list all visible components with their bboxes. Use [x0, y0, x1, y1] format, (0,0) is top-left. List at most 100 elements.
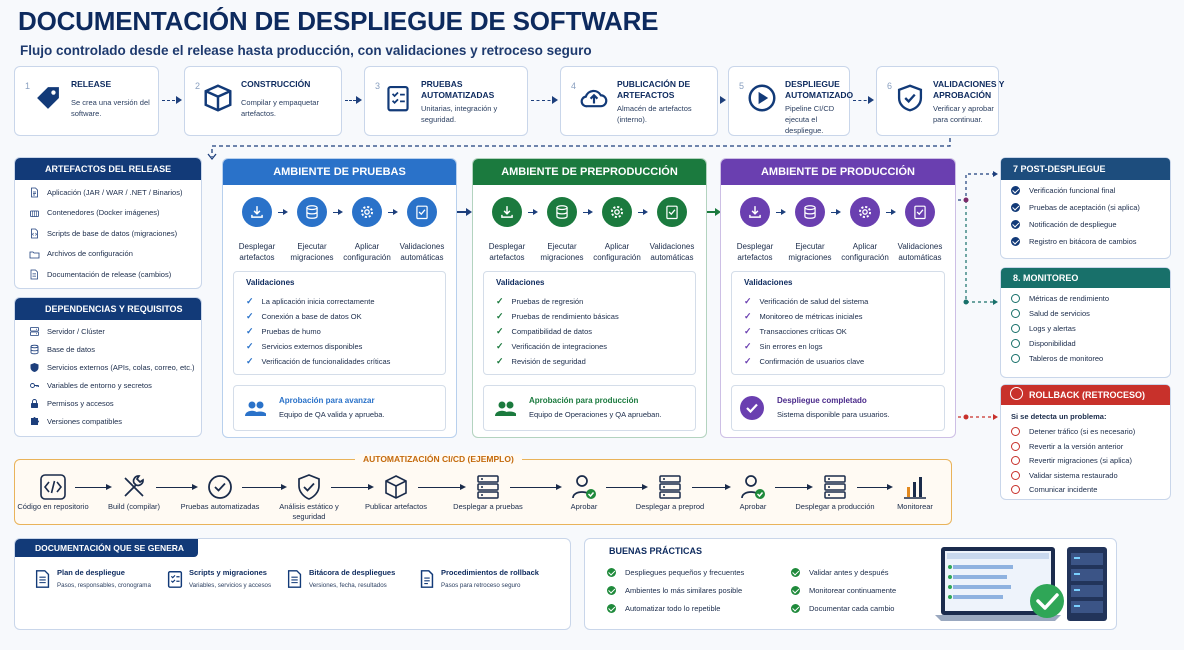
dependency-label: Versiones compatibles — [47, 416, 123, 426]
rollback-item: Validar sistema restaurado — [1011, 470, 1118, 480]
approval-title: Aprobación para producción — [529, 396, 639, 405]
env-step-arrow — [333, 209, 343, 215]
alert-icon — [1011, 427, 1020, 436]
rollback-label: Comunicar incidente — [1029, 485, 1098, 494]
check-icon: ✓ — [744, 296, 752, 306]
check-icon: ✓ — [496, 326, 504, 336]
step-number: 6 — [887, 81, 893, 91]
docs-panel: DOCUMENTACIÓN QUE SE GENERA Plan de desp… — [14, 538, 571, 630]
pipeline-arrow — [606, 484, 648, 490]
validation-label: Verificación de funcionalidades críticas — [261, 357, 391, 366]
user-approve-icon — [570, 473, 598, 501]
validations-box: Validaciones✓Pruebas de regresión✓Prueba… — [483, 271, 696, 375]
check-icon — [607, 568, 616, 577]
validation-item: ✓Pruebas de regresión — [496, 296, 583, 307]
monitor-item: Salud de servicios — [1011, 309, 1090, 318]
monitor-label: Tableros de monitoreo — [1029, 354, 1104, 363]
laptop-server-illustration — [935, 547, 1107, 621]
practices-panel: BUENAS PRÁCTICAS Despliegues pequeños y … — [584, 538, 1117, 630]
validation-item: ✓Verificación de salud del sistema — [744, 296, 868, 307]
pipeline-step-label: Aprobar — [570, 502, 598, 511]
monitor-item: Tableros de monitoreo — [1011, 354, 1103, 363]
database-icon — [297, 197, 327, 227]
server-icon — [29, 326, 39, 336]
doc-desc: Pasos para retroceso seguro — [441, 582, 521, 589]
practice-label: Validar antes y después — [809, 568, 889, 577]
validation-label: Sin errores en logs — [759, 342, 823, 351]
download-icon — [740, 197, 770, 227]
env-step-arrow — [388, 209, 398, 215]
step-arrow — [162, 96, 182, 104]
check-icon: ✓ — [496, 311, 504, 321]
pipeline-arrow — [857, 484, 893, 490]
artifact-label: Contenedores (Docker imágenes) — [47, 208, 160, 217]
practice-item: Despliegues pequeños y frecuentes — [607, 568, 744, 577]
dependencies-panel: DEPENDENCIAS Y REQUISITOS Servidor / Clú… — [14, 297, 202, 437]
pipeline-step-label: Monitorear — [897, 502, 933, 511]
post-label: Pruebas de aceptación (si aplica) — [1029, 203, 1140, 212]
pipeline-arrow — [242, 484, 287, 490]
users-icon — [244, 398, 267, 425]
rollback-label: Detener tráfico (si es necesario) — [1029, 427, 1136, 436]
users-icon — [494, 398, 517, 425]
practice-label: Despliegues pequeños y frecuentes — [625, 568, 745, 577]
puzzle-icon — [29, 416, 39, 426]
rollback-item: Comunicar incidente — [1011, 485, 1097, 494]
monitor-label: Métricas de rendimiento — [1029, 294, 1110, 303]
validation-item: ✓Monitoreo de métricas iniciales — [744, 311, 863, 322]
env-step-label: Ejecutar migraciones — [540, 242, 584, 262]
env-step-label: Aplicar configuración — [841, 242, 889, 262]
dependency-label: Base de datos — [47, 344, 95, 354]
validation-label: La aplicación inicia correctamente — [261, 297, 375, 306]
validation-label: Pruebas de regresión — [511, 297, 584, 306]
artifact-item: Documentación de release (cambios) — [29, 269, 171, 280]
cicd-title: AUTOMATIZACIÓN CI/CD (EJEMPLO) — [355, 454, 522, 464]
artifacts-title: ARTEFACTOS DEL RELEASE — [15, 158, 201, 180]
rollback-title: ROLLBACK (RETROCESO) — [1001, 385, 1170, 405]
dependency-label: Variables de entorno y secretos — [47, 380, 152, 390]
pipeline-arrow — [775, 484, 813, 490]
monitor-label: Logs y alertas — [1029, 324, 1076, 333]
practice-label: Monitorear continuamente — [809, 586, 897, 595]
env-step-label: Ejecutar migraciones — [788, 242, 832, 262]
rollback-panel: ROLLBACK (RETROCESO) Si se detecta un pr… — [1000, 384, 1171, 500]
artifacts-panel: ARTEFACTOS DEL RELEASE Aplicación (JAR /… — [14, 157, 202, 289]
post-item: Pruebas de aceptación (si aplica) — [1011, 203, 1140, 212]
step-arrow — [720, 96, 726, 104]
server-stack-icon — [474, 473, 502, 501]
rollback-item: Revertir a la versión anterior — [1011, 441, 1123, 451]
package-icon — [382, 473, 410, 501]
download-icon — [492, 197, 522, 227]
practice-item: Automatizar todo lo repetible — [607, 604, 720, 613]
rollback-item: Revertir migraciones (si aplica) — [1011, 456, 1132, 465]
pipeline-step-label: Desplegar a producción — [795, 502, 875, 511]
post-item: Verificación funcional final — [1011, 186, 1115, 195]
validation-label: Servicios externos disponibles — [261, 342, 363, 351]
gear-icon — [602, 197, 632, 227]
file-icon — [417, 569, 437, 594]
validation-label: Conexión a base de datos OK — [261, 312, 362, 321]
cloud-upload-icon — [579, 83, 613, 117]
validation-label: Monitoreo de métricas iniciales — [759, 312, 863, 321]
page-subtitle: Flujo controlado desde el release hasta … — [20, 43, 592, 58]
validation-item: ✓Servicios externos disponibles — [246, 341, 362, 352]
env-step-label: Desplegar artefactos — [488, 242, 526, 262]
database-icon — [547, 197, 577, 227]
validation-item: ✓Confirmación de usuarios clave — [744, 356, 864, 367]
script-icon — [29, 228, 39, 239]
database-icon — [29, 344, 39, 355]
dependency-item: Base de datos — [29, 344, 95, 355]
play-icon — [747, 83, 781, 117]
env-title: AMBIENTE DE PRODUCCIÓN — [721, 159, 955, 185]
monitor-item: Disponibilidad — [1011, 339, 1076, 348]
validation-item: ✓La aplicación inicia correctamente — [246, 296, 375, 307]
gauge-icon — [1011, 339, 1020, 348]
doc-desc: Versiones, fecha, resultados — [309, 582, 387, 589]
rollback-intro: Si se detecta un problema: — [1011, 412, 1107, 421]
artifact-item: Contenedores (Docker imágenes) — [29, 208, 160, 218]
env-step-label: Validaciones automáticas — [649, 242, 695, 262]
validation-label: Pruebas de humo — [261, 327, 321, 336]
pipeline-step-label: Código en repositorio — [17, 502, 89, 511]
